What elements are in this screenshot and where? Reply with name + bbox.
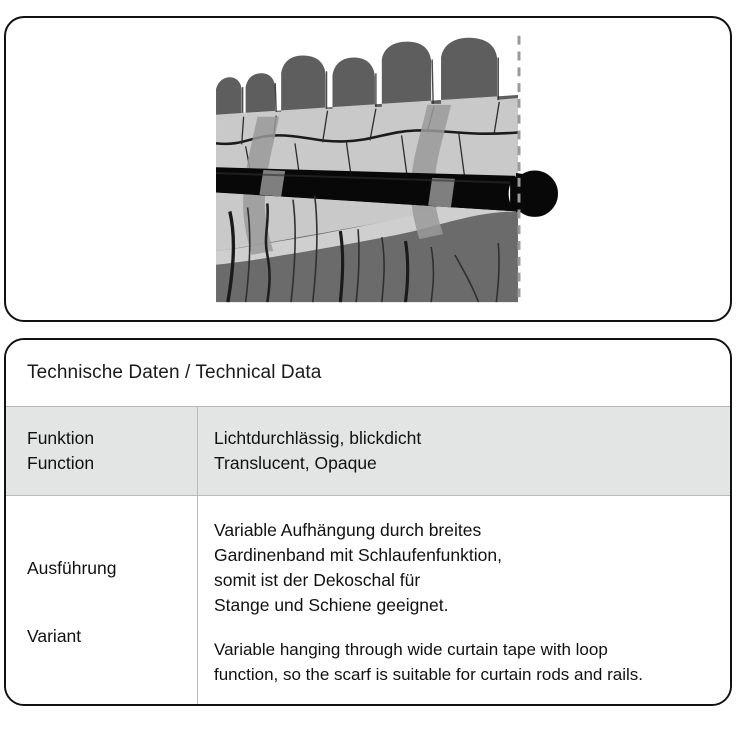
curtain-illustration-svg xyxy=(216,35,561,303)
row-value-line: Translucent, Opaque xyxy=(214,453,377,473)
fabric-top-scallops xyxy=(216,37,519,115)
tape-loop-strap xyxy=(410,104,451,240)
row-value-line: function, so the scarf is suitable for c… xyxy=(214,664,643,684)
curtain-rod-extension-2 xyxy=(516,172,536,213)
tape-loop-strap-over-rod xyxy=(428,177,455,208)
technical-data-rows: Funktion Function Lichtdurchlässig, blic… xyxy=(6,406,730,704)
technical-data-header-text: Technische Daten / Technical Data xyxy=(27,362,322,383)
spacer xyxy=(214,618,730,638)
table-row: Ausführung Variant Variable Aufhängung d… xyxy=(6,495,730,704)
row-value-line: Gardinenband mit Schlaufenfunktion, xyxy=(214,544,502,565)
row-value-cell: Lichtdurchlässig, blickdicht Translucent… xyxy=(198,407,730,495)
row-label-de: Funktion xyxy=(27,427,95,448)
illustration-card xyxy=(4,16,732,322)
row-value-line: Variable hanging through wide curtain ta… xyxy=(214,640,608,660)
row-label-cell: Ausführung Variant xyxy=(6,496,198,704)
row-label-cell: Funktion Function xyxy=(6,407,198,495)
tape-loop-strap-over-rod xyxy=(259,169,286,197)
curtain-rod-highlight xyxy=(216,172,515,184)
tape-lower-edge xyxy=(216,195,519,265)
fabric-top-fold-lines xyxy=(241,57,499,113)
row-value-line: Stange und Schiene geeignet. xyxy=(214,595,449,616)
row-value-line: Lichtdurchlässig, blickdicht xyxy=(214,427,422,448)
spacer xyxy=(27,582,197,624)
row-label-en: Variant xyxy=(27,625,82,646)
row-value-cell: Variable Aufhängung durch breites Gardin… xyxy=(198,496,730,704)
row-value-line: Variable Aufhängung durch breites xyxy=(214,519,482,540)
technical-data-header: Technische Daten / Technical Data xyxy=(6,340,730,406)
fabric-body-fold-lines xyxy=(226,195,500,303)
curtain-on-rod-illustration xyxy=(6,18,730,320)
row-label-de: Ausführung xyxy=(27,558,117,579)
row-label-en: Function xyxy=(27,453,95,473)
row-value-line: somit ist der Dekoschal für xyxy=(214,570,421,591)
table-row: Funktion Function Lichtdurchlässig, blic… xyxy=(6,407,730,495)
curtain-rod-extension xyxy=(510,175,519,212)
technical-data-card: Technische Daten / Technical Data Funkti… xyxy=(4,338,732,706)
